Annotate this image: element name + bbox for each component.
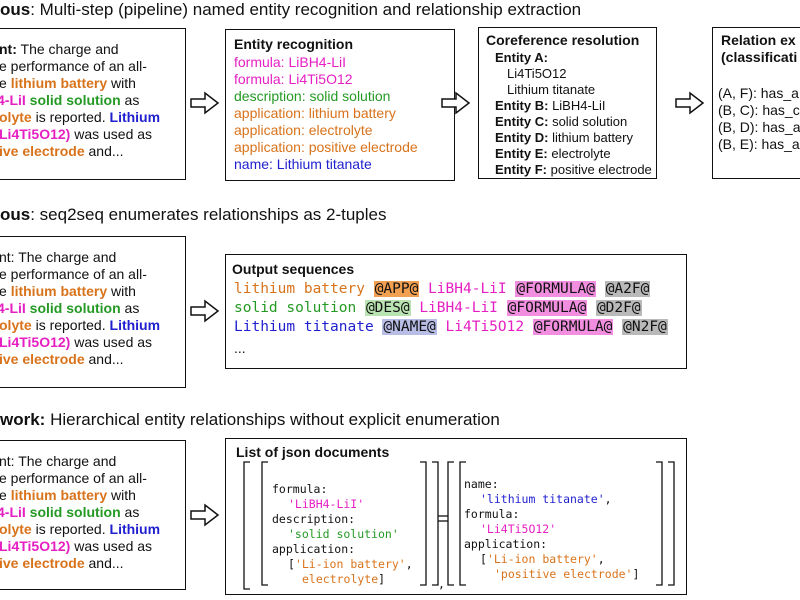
row3-input-text-box: nt: The charge and e performance of an a… [0,440,186,590]
row3-heading: work: Hierarchical entity relationships … [0,410,500,429]
sequence-line: solid solution @DES@ LiBH4-LiI @FORMULA@… [234,300,642,316]
json-documents-box: List of json documents formula: 'LiBH4-L… [225,438,687,595]
arrow-right-icon [190,299,220,323]
arrow-right-icon [441,91,471,115]
relation-line: (B, D): has_a [718,119,800,135]
ner-line: description: solid solution [234,88,391,104]
json-documents-title: List of json documents [236,444,390,460]
ner-line: formula: Li4Ti5O12 [234,71,353,87]
entity-recognition-title: Entity recognition [234,36,353,52]
sequence-line: Lithium titanate @NAME@ Li4Ti5O12 @FORMU… [234,319,668,335]
row2-heading: ous: seq2seq enumerates relationships as… [0,205,387,224]
json-brackets [243,461,675,590]
row2-input-text-box: nt: The charge and e performance of an a… [0,236,186,388]
entity-recognition-box: Entity recognition formula: LiBH4-LiI fo… [225,29,455,181]
row1-heading: ous: Multi-step (pipeline) named entity … [0,0,582,19]
coreference-resolution-box: Coreference resolution Entity A: Li4Ti5O… [478,27,657,179]
ner-line: application: lithium battery [234,105,396,121]
hl-lithium-battery: lithium battery [10,75,108,91]
output-sequences-title: Output sequences [232,261,355,277]
ner-line: formula: LiBH4-LiI [234,54,347,70]
coreference-title: Coreference resolution [486,32,640,48]
ner-line: application: electrolyte [234,122,373,138]
relation-line: (B, E): has_a [718,136,800,152]
arrow-right-icon [190,91,220,115]
output-sequences-box: Output sequences lithium battery @APP@ L… [225,254,687,369]
relation-line: (A, F): has_a [718,85,799,101]
row1-input-text-box: nt: The charge and e performance of an a… [0,28,186,180]
ner-line: name: Lithium titanate [234,156,372,172]
relation-extraction-box: Relation ex (classificati (A, F): has_a … [712,27,800,179]
arrow-right-icon [190,503,220,527]
relation-title: Relation ex [721,32,796,48]
sequence-line: lithium battery @APP@ LiBH4-LiI @FORMULA… [234,281,651,297]
arrow-right-icon [675,91,705,115]
relation-line: (B, C): has_c [718,102,800,118]
ner-line: application: positive electrode [234,139,418,155]
